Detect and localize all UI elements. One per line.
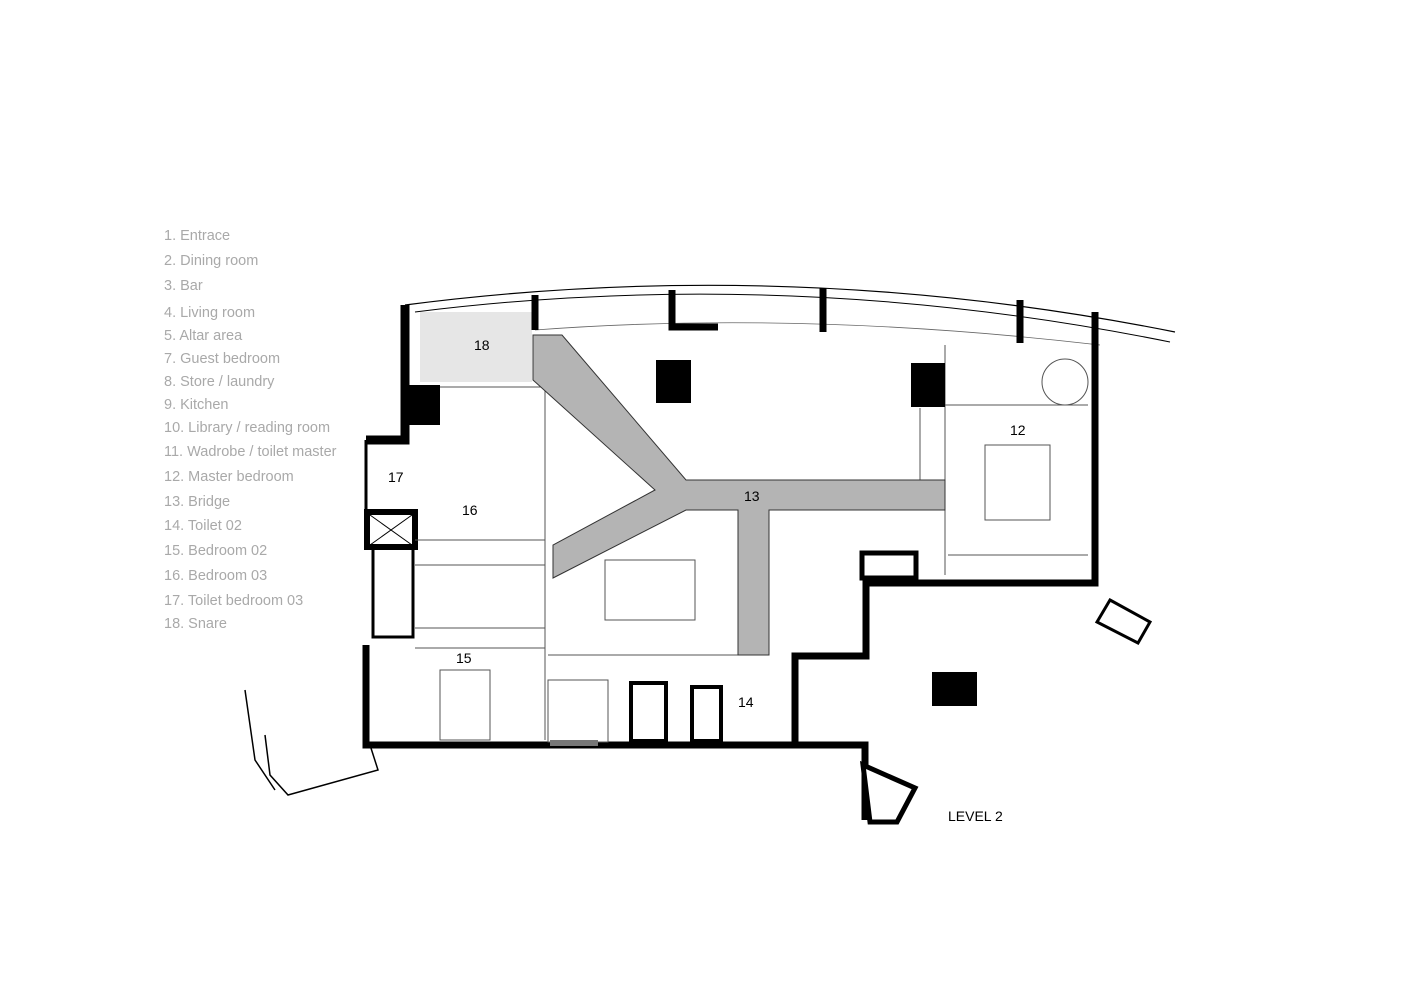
legend-item: 3. Bar: [164, 278, 203, 294]
legend-item: 14. Toilet 02: [164, 518, 242, 534]
legend-item: 9. Kitchen: [164, 397, 229, 413]
facade-curve-inner2: [534, 322, 1101, 346]
legend-item: 4. Living room: [164, 305, 256, 321]
room-label-15: 15: [456, 650, 472, 666]
legend-item: 2. Dining room: [164, 253, 259, 269]
legend-item: 5. Altar area: [164, 328, 243, 344]
legend-item: 7. Guest bedroom: [164, 351, 281, 367]
room-label-18: 18: [474, 337, 490, 353]
room-label-12: 12: [1010, 422, 1026, 438]
legend-item: 11. Wadrobe / toilet master: [164, 444, 337, 460]
level-label: LEVEL 2: [948, 808, 1003, 824]
legend-item: 15. Bedroom 02: [164, 543, 268, 559]
column: [932, 672, 977, 706]
legend-item: 8. Store / laundry: [164, 374, 275, 390]
snare-area: [420, 312, 532, 382]
legend-item: 18. Snare: [164, 616, 227, 632]
legend-item: 13. Bridge: [164, 494, 231, 510]
room-label-16: 16: [462, 502, 478, 518]
legend-item: 10. Library / reading room: [164, 420, 331, 436]
facade-curve: [404, 284, 1176, 333]
legend-item: 17. Toilet bedroom 03: [164, 593, 304, 609]
room-label-17: 17: [388, 469, 404, 485]
room-label-14: 14: [738, 694, 754, 710]
facade-curve-inner: [414, 293, 1171, 343]
legend-item: 16. Bedroom 03: [164, 568, 268, 584]
legend-item: 1. Entrace: [164, 228, 231, 244]
bridge: [532, 334, 946, 656]
room-label-13: 13: [744, 488, 760, 504]
legend-item: 12. Master bedroom: [164, 469, 294, 485]
column: [911, 363, 945, 407]
walls: [244, 288, 1153, 825]
door-sill: [550, 740, 598, 746]
column: [656, 360, 691, 403]
